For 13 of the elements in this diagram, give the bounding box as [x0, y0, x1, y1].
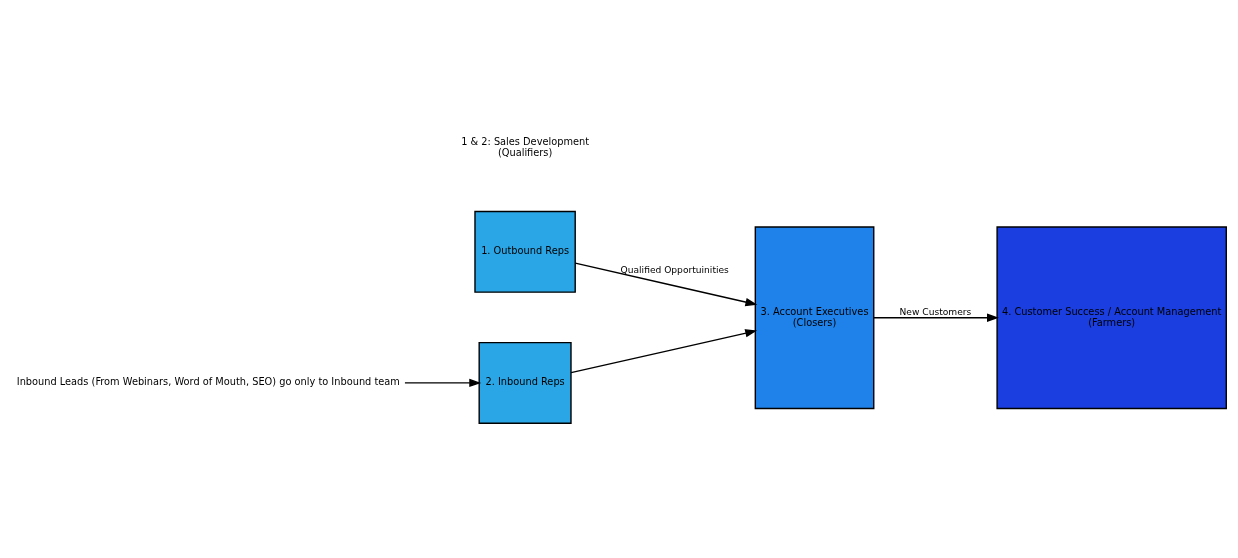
edge-label: New Customers [899, 307, 972, 318]
node-box: 4. Customer Success / Account Management (Farmers) [996, 226, 1227, 410]
node-box: 3. Account Executives (Closers) [754, 226, 875, 410]
node-box: 2. Inbound Reps [478, 341, 572, 424]
edge-label: Qualified Opportuinities [620, 265, 729, 276]
node-box: 1. Outbound Reps [474, 210, 576, 293]
arrow [574, 262, 758, 307]
label: 1 & 2: Sales Development [461, 136, 590, 148]
label: (Qualifiers) [497, 146, 553, 158]
node-text: Inbound Leads (From Webinars, Word of Mouth, SEO) go only to Inbound team [16, 376, 400, 388]
arrow [873, 313, 999, 322]
arrow [404, 378, 482, 388]
arrow [570, 329, 758, 374]
